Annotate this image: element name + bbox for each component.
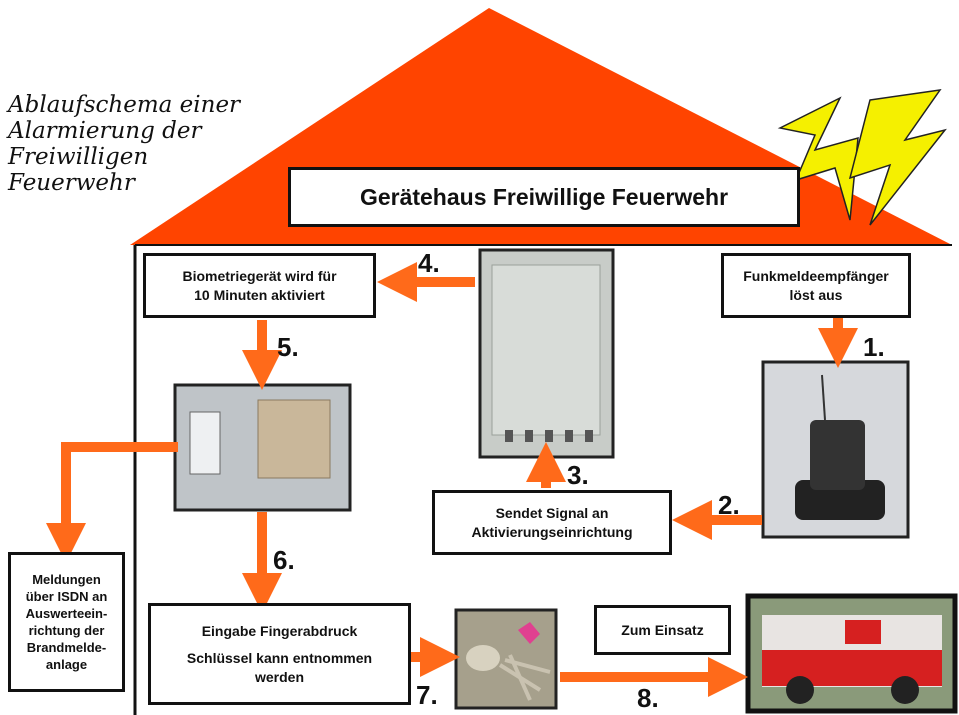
diagram-title: Ablaufschema einer Alarmierung der Freiw… [8, 92, 241, 196]
pager-receiver-photo [761, 360, 910, 539]
lightning-bolt-icon [777, 89, 947, 226]
step-label-5: 5. [277, 332, 299, 362]
meldungen-box: Meldungen über ISDN an Auswerteein- rich… [8, 552, 125, 692]
step-label-1: 1. [863, 332, 885, 362]
header-box: Gerätehaus Freiwillige Feuerwehr [288, 167, 800, 227]
activation-box-photo [478, 248, 615, 459]
einsatz-box: Zum Einsatz [594, 605, 731, 655]
step-label-2: 2. [718, 490, 740, 520]
biometric-reader-photo [173, 383, 352, 512]
biometrie-box: Biometriegerät wird für 10 Minuten aktiv… [143, 253, 376, 318]
step-label-6: 6. [273, 545, 295, 575]
step-label-7: 7. [416, 680, 438, 710]
step-label-4: 4. [418, 248, 440, 278]
eingabe-box: Eingabe Fingerabdruck Schlüssel kann ent… [148, 603, 411, 705]
fire-truck-photo [745, 593, 958, 714]
step-label-3: 3. [567, 460, 589, 490]
step-label-8: 8. [637, 683, 659, 713]
funkmelde-box: Funkmeldeempfänger löst aus [721, 253, 911, 318]
keys-photo [454, 608, 558, 710]
arrow-meldungen [46, 442, 178, 563]
sendet-box: Sendet Signal an Aktivierungseinrichtung [432, 490, 672, 555]
